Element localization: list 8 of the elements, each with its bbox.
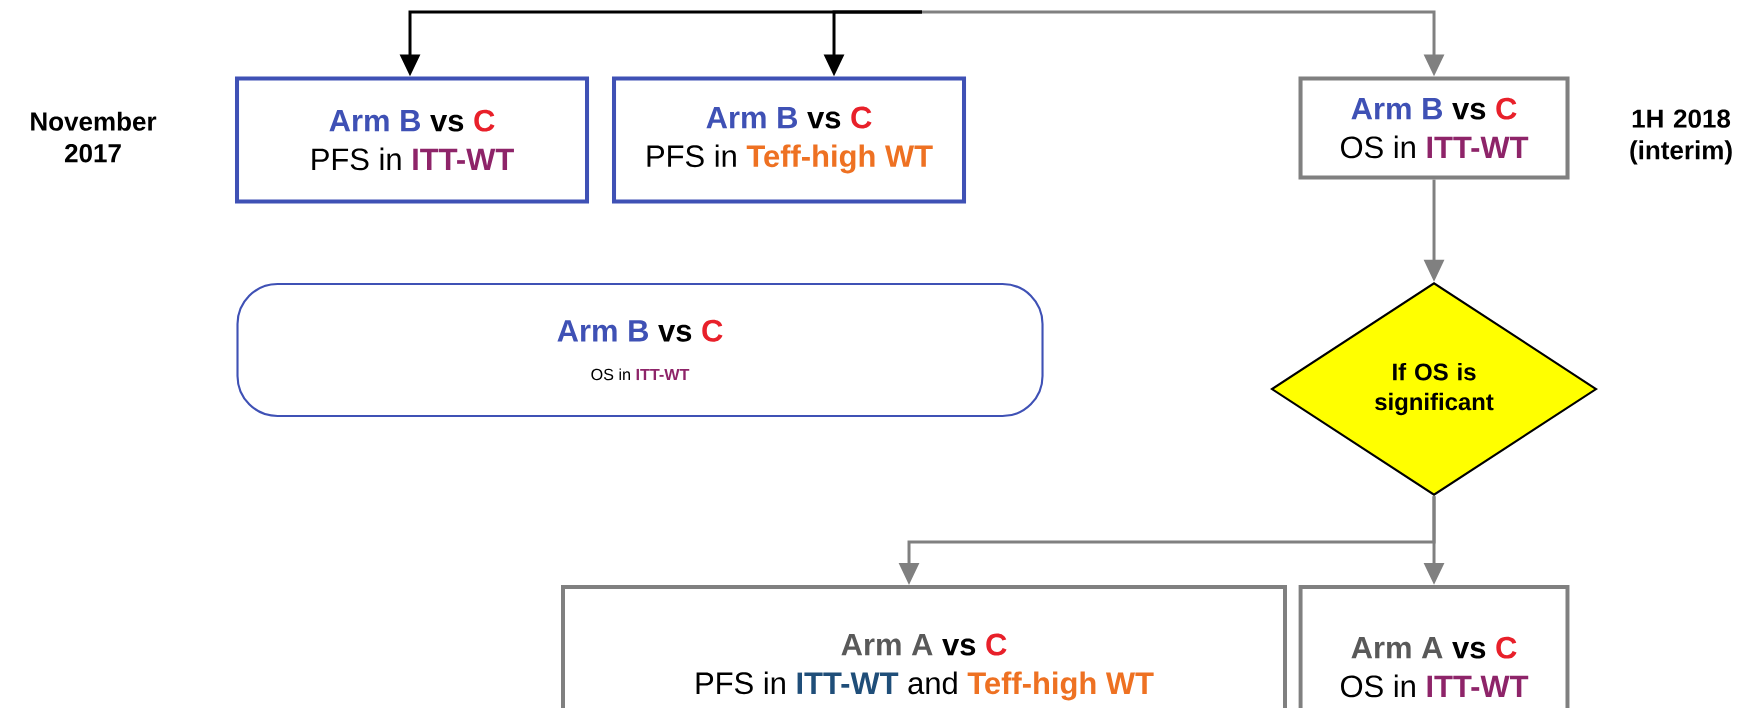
process-box: Arm A vs C OS in ITT-WT (1298, 585, 1570, 708)
date-label: November 2017 (31, 111, 157, 163)
process-box: Arm A vs C PFS in ITT-WT and Teff-high WT (561, 585, 1288, 708)
rounded-box: Arm B vs C OS in ITT-WT (236, 282, 1044, 418)
date-label: 1H 2018 (interim) (1630, 109, 1732, 165)
process-box: Arm B vs C PFS in Teff-high WT (612, 76, 967, 204)
process-box: Arm B vs C PFS in ITT-WT (235, 76, 590, 204)
process-box: Arm B vs C OS in ITT-WT (1298, 76, 1570, 180)
